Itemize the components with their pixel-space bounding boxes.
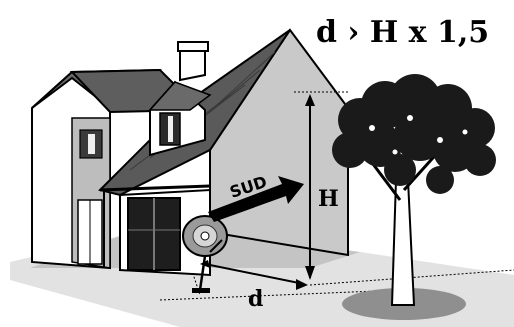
satellite-dish <box>182 215 228 293</box>
height-label: H <box>318 186 339 212</box>
height-marker: H <box>294 91 350 280</box>
ground-dotted-line <box>159 289 401 301</box>
tree <box>332 74 496 320</box>
formula-title: d › H x 1,5 <box>316 15 489 50</box>
distance-label: d <box>248 286 263 312</box>
distance-marker: d <box>200 260 308 312</box>
ground-dotted-line <box>179 234 201 296</box>
